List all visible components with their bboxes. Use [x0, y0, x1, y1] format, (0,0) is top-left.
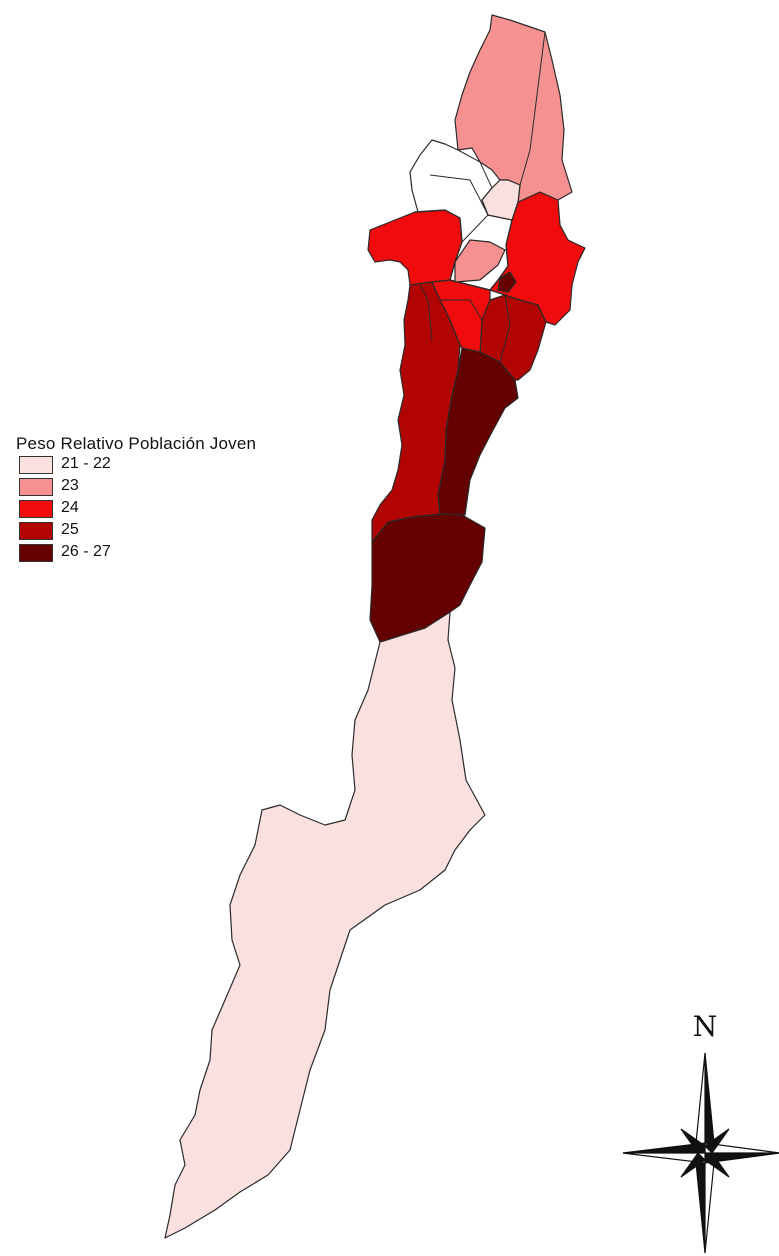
legend-swatch: [19, 500, 53, 518]
legend-swatch: [19, 522, 53, 540]
compass-sw: [680, 1152, 706, 1178]
legend-label: 24: [61, 499, 79, 516]
legend-swatch: [19, 544, 53, 562]
legend-item: 23: [19, 476, 256, 498]
internal-boundaries: [419, 31, 546, 363]
compass-ne: [704, 1128, 730, 1154]
legend-item: 25: [19, 520, 256, 542]
compass-west-light: [622, 1152, 706, 1164]
legend-label: 26 - 27: [61, 543, 111, 560]
compass-nw: [680, 1128, 706, 1154]
legend-item: 21 - 22: [19, 454, 256, 476]
compass-north-label: N: [692, 1010, 718, 1043]
legend-swatch: [19, 456, 53, 474]
region-northwest-24[interactable]: [367, 209, 463, 286]
legend: Peso Relativo Población Joven 21 - 22 23…: [16, 434, 256, 564]
region-lower-dark[interactable]: [369, 513, 486, 643]
region-south[interactable]: [164, 611, 486, 1239]
legend-item: 24: [19, 498, 256, 520]
region-small-23[interactable]: [454, 239, 506, 283]
legend-label: 25: [61, 521, 79, 538]
region-central-light[interactable]: [481, 179, 521, 221]
legend-item: 26 - 27: [19, 542, 256, 564]
region-west-25[interactable]: [371, 281, 461, 543]
compass-north-dark: [704, 1052, 716, 1154]
region-blotch-dark[interactable]: [497, 271, 517, 293]
compass-rose: [622, 1052, 779, 1254]
legend-swatch: [19, 478, 53, 496]
compass-se: [704, 1152, 730, 1178]
legend-label: 23: [61, 477, 79, 494]
legend-label: 21 - 22: [61, 455, 111, 472]
compass-north-light: [694, 1052, 706, 1154]
legend-title: Peso Relativo Población Joven: [16, 434, 257, 453]
compass-south-light: [704, 1152, 716, 1254]
compass-south-dark: [694, 1152, 706, 1254]
